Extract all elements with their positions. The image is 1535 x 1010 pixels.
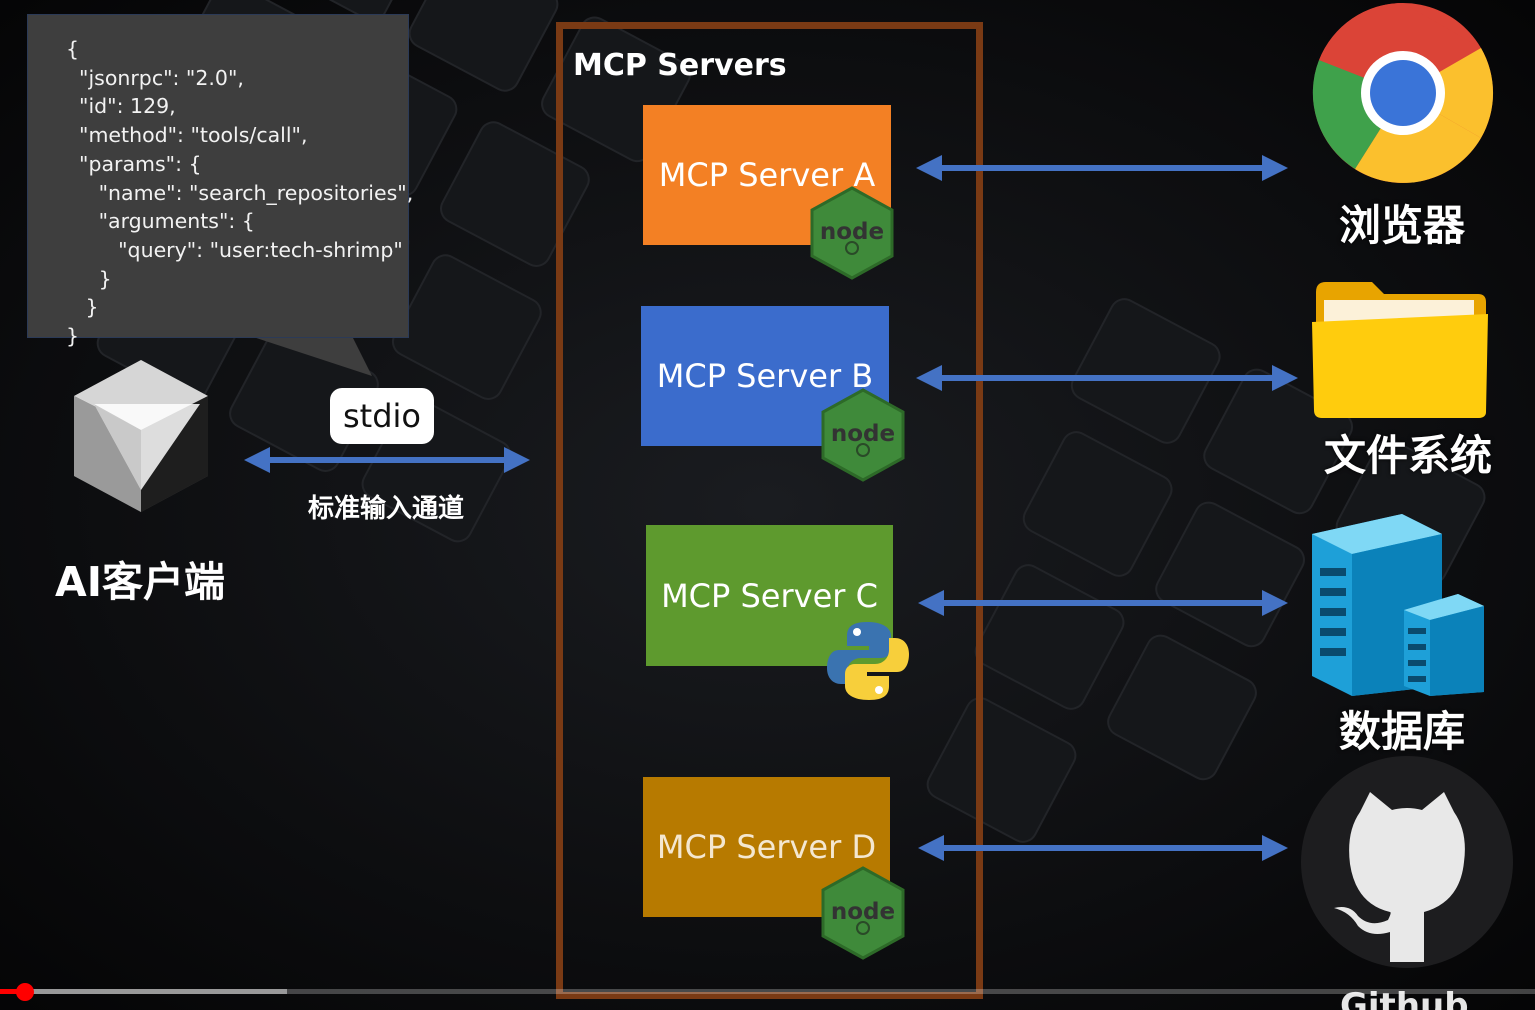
speech-bubble-tail (250, 336, 372, 376)
progress-played (0, 989, 25, 994)
stdio-channel-caption: 标准输入通道 (307, 494, 464, 524)
chrome-icon (1312, 2, 1494, 183)
server-b-filesystem-arrow (916, 365, 1298, 391)
nodejs-icon: node (821, 866, 905, 960)
mcp-server-d-label: MCP Server D (656, 828, 877, 866)
github-icon (1301, 756, 1513, 968)
server-a-browser-arrow (916, 155, 1288, 181)
progress-scrubber-handle[interactable] (16, 983, 34, 1001)
python-icon (827, 622, 909, 700)
server-c-database-arrow (918, 590, 1288, 616)
mcp-servers-frame (556, 22, 983, 999)
folder-icon (1312, 282, 1488, 418)
ai-client-label: AI客户端 (55, 558, 225, 606)
cube-logo-icon (74, 360, 208, 512)
nodejs-icon: node (821, 388, 905, 482)
svg-text:node: node (820, 219, 884, 245)
nodejs-icon: node (810, 186, 894, 280)
mcp-servers-title: MCP Servers (573, 48, 787, 83)
json-request-bubble: { "jsonrpc": "2.0", "id": 129, "method":… (27, 14, 413, 348)
filesystem-label: 文件系统 (1323, 431, 1492, 480)
svg-text:node: node (831, 899, 895, 925)
svg-text:node: node (831, 421, 895, 447)
mcp-server-a-label: MCP Server A (658, 156, 876, 194)
stdio-pill: stdio (330, 388, 434, 444)
server-d-github-arrow (918, 835, 1288, 861)
browser-label: 浏览器 (1338, 201, 1465, 250)
github-label: Github (1340, 986, 1469, 1010)
json-request-code: { "jsonrpc": "2.0", "id": 129, "method":… (66, 37, 414, 349)
progress-loaded (0, 989, 288, 994)
mcp-server-c-label: MCP Server C (661, 576, 878, 615)
mcp-server-b-label: MCP Server B (656, 357, 874, 395)
database-label: 数据库 (1338, 707, 1465, 756)
client-stdio-arrow (244, 447, 530, 473)
video-progress-bar[interactable] (0, 989, 1535, 994)
database-icon (1312, 514, 1484, 696)
